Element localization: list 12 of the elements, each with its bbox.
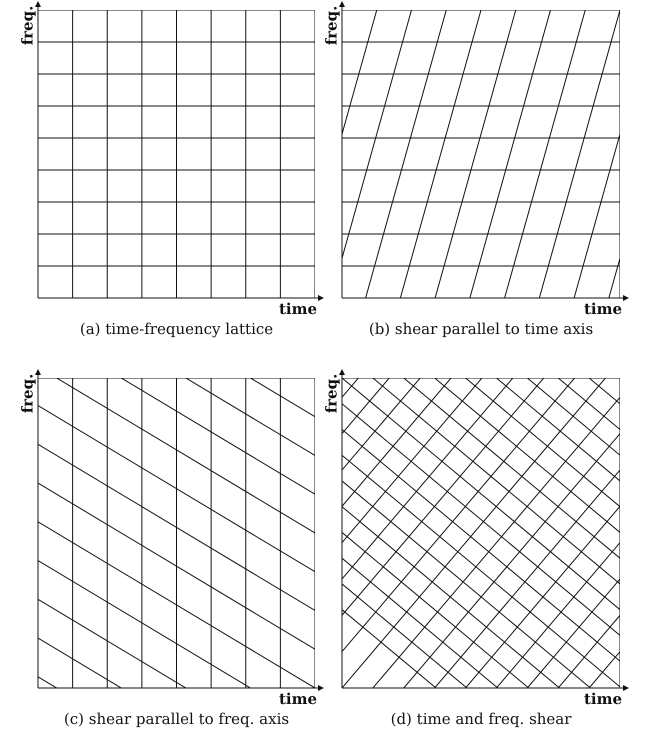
axis-label: time	[279, 302, 318, 317]
figure-caption: (c) shear parallel to freq. axis	[64, 712, 290, 727]
figure-caption: (b) shear parallel to time axis	[368, 322, 594, 337]
axis-label: time	[279, 692, 318, 707]
axis-label: freq.	[324, 6, 340, 46]
axis-label: time	[584, 692, 622, 707]
axis-label: time	[584, 302, 622, 317]
figure-caption: (d) time and freq. shear	[390, 712, 572, 727]
axis-label: freq.	[324, 374, 340, 414]
figure-caption: (a) time-frequency lattice	[80, 322, 274, 337]
axis-label: freq.	[20, 6, 36, 46]
axis-label: freq.	[20, 374, 36, 414]
